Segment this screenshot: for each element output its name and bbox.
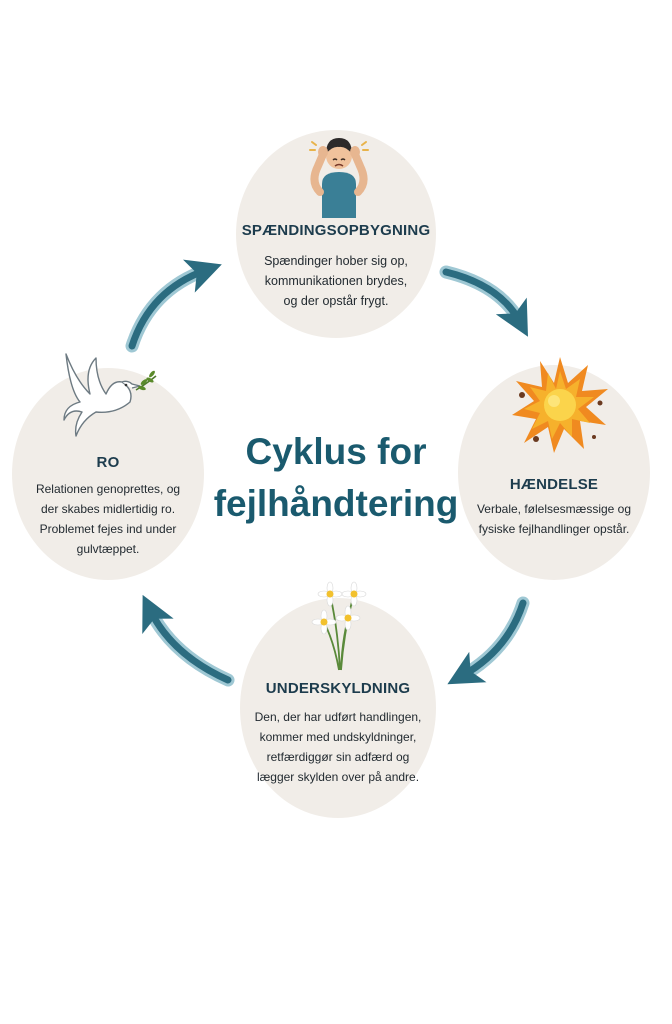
node-bottom-background	[240, 598, 436, 818]
arrow-left-to-top	[125, 259, 222, 353]
page-title: Cyklus for fejlhåndtering	[213, 431, 459, 524]
arrow-right-to-bottom	[447, 596, 530, 685]
node-top-description: Spændinger hober sig op, kommunikationen…	[264, 254, 408, 308]
node-top-title: SPÆNDINGSOPBYGNING	[241, 222, 431, 239]
arrow-top-to-right	[439, 265, 528, 337]
stressed-person-icon	[309, 138, 369, 218]
node-left-description: Relationen genoprettes, og der skabes mi…	[35, 482, 181, 556]
node-left: RO Relationen genoprettes, og der skabes…	[12, 454, 204, 559]
node-bottom-title: UNDERSKYLDNING	[265, 680, 411, 697]
node-right: HÆNDELSE Verbale, følelsesmæssige og fys…	[458, 476, 650, 539]
arrow-bottom-to-left	[142, 594, 235, 687]
node-bottom-description: Den, der har udført handlingen, kommer m…	[254, 710, 422, 784]
daisy-flowers-icon	[311, 581, 367, 671]
node-right-description: Verbale, følelsesmæssige og fysiske fejl…	[476, 502, 632, 536]
node-bottom: UNDERSKYLDNING Den, der har udført handl…	[240, 680, 436, 787]
node-top: SPÆNDINGSOPBYGNING Spændinger hober sig …	[236, 222, 436, 311]
node-left-title: RO	[96, 454, 120, 471]
dove-icon	[63, 353, 157, 437]
explosion-icon	[512, 357, 608, 453]
node-right-title: HÆNDELSE	[509, 476, 599, 493]
